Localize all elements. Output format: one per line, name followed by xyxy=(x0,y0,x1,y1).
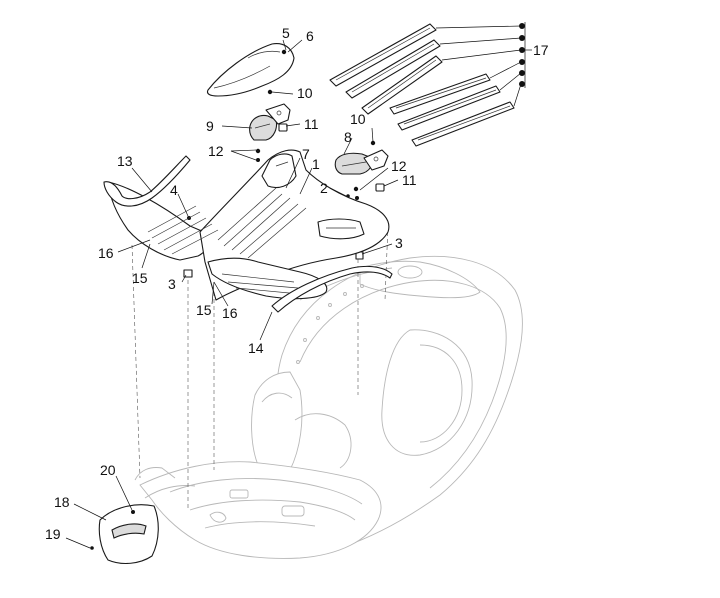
part-9-cover-left xyxy=(249,114,278,141)
callout-17: 17 xyxy=(533,42,549,58)
callout-5: 5 xyxy=(282,25,290,41)
assembly-guide-lines xyxy=(131,224,389,510)
callout-12a: 12 xyxy=(208,143,224,159)
callout-1: 1 xyxy=(312,156,320,172)
callout-16b: 16 xyxy=(222,305,238,321)
callout-11a: 11 xyxy=(304,116,319,132)
callout-18: 18 xyxy=(54,494,70,510)
callout-6: 6 xyxy=(306,28,314,44)
callout-16a: 16 xyxy=(98,245,114,261)
callout-4: 4 xyxy=(170,182,178,198)
callout-10a: 10 xyxy=(297,85,313,101)
part-5-tunnel-cover xyxy=(206,43,295,97)
callout-10b: 10 xyxy=(350,111,366,127)
callout-15a: 15 xyxy=(132,270,148,286)
part-18-front-cover xyxy=(90,504,159,565)
callout-8: 8 xyxy=(344,129,352,145)
callout-14: 14 xyxy=(248,340,264,356)
callout-19: 19 xyxy=(45,526,61,542)
callout-12b: 12 xyxy=(391,158,407,174)
scooter-body-frame xyxy=(134,255,523,559)
callout-11b: 11 xyxy=(402,172,417,188)
part-14-trim-strip xyxy=(271,265,393,313)
callout-7: 7 xyxy=(302,146,310,162)
callout-labels: 5 6 10 9 11 12 7 1 2 8 10 12 11 13 4 16 … xyxy=(45,25,549,542)
callout-3a: 3 xyxy=(168,276,176,292)
callout-2: 2 xyxy=(320,180,328,196)
callout-9: 9 xyxy=(206,118,214,134)
part-13-trim-strip xyxy=(103,155,191,207)
callout-20: 20 xyxy=(100,462,116,478)
callout-13: 13 xyxy=(117,153,133,169)
callout-leader-lines xyxy=(65,39,399,549)
callout-15b: 15 xyxy=(196,302,212,318)
callout-3b: 3 xyxy=(395,235,403,251)
part-17-rubber-strips xyxy=(329,22,532,147)
